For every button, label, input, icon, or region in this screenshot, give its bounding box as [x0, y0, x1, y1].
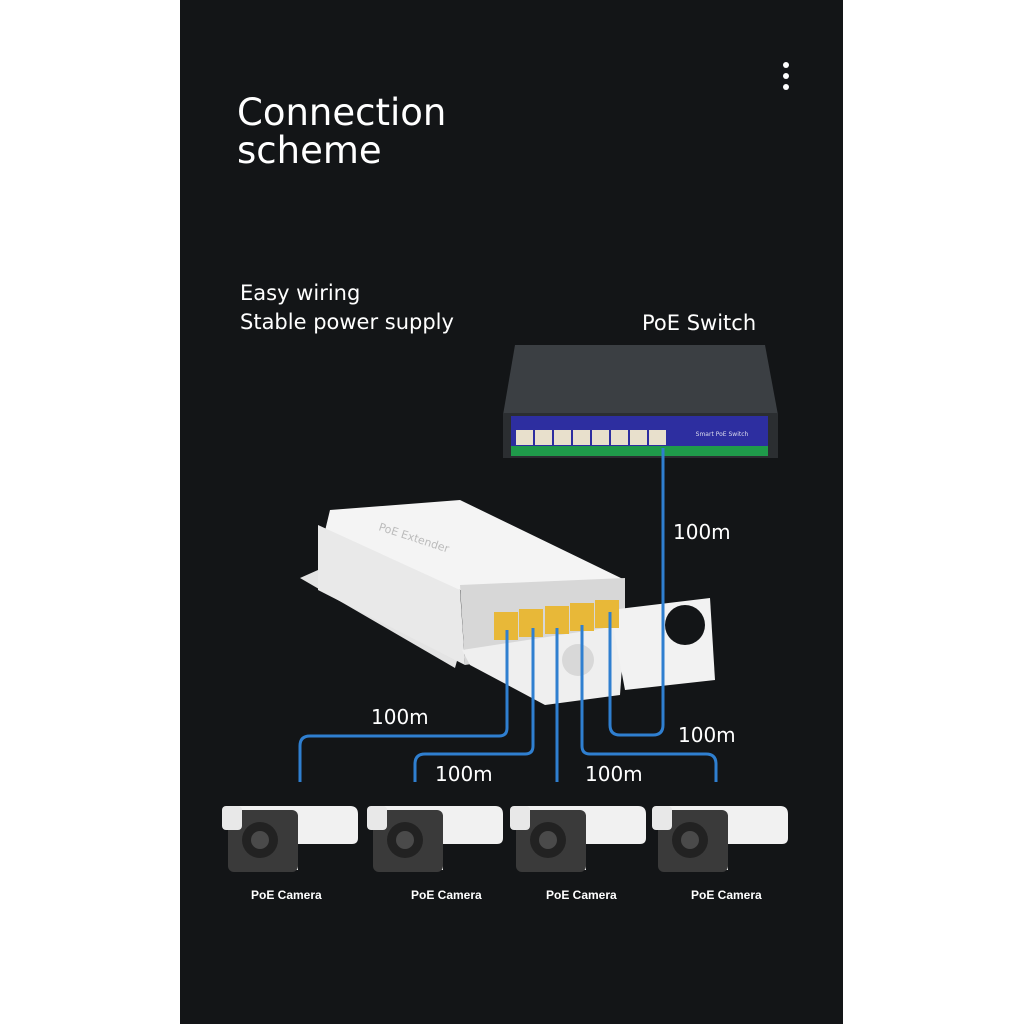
more-options-button[interactable]	[776, 60, 796, 92]
poe-switch: Smart PoE Switch	[503, 345, 778, 458]
dot-icon	[783, 84, 789, 90]
distance-label: 100m	[678, 723, 736, 747]
cable-switch-extender	[608, 448, 665, 737]
camera-icon	[367, 806, 503, 872]
camera-label: PoE Camera	[411, 888, 482, 902]
camera-label: PoE Camera	[546, 888, 617, 902]
title-line: Connection	[237, 91, 447, 134]
dot-icon	[783, 73, 789, 79]
distance-label: 100m	[585, 762, 643, 786]
cable-camera-4	[580, 625, 718, 782]
dot-icon	[783, 62, 789, 68]
tagline-line: Stable power supply	[240, 310, 454, 334]
tagline-line: Easy wiring	[240, 281, 361, 305]
camera-label: PoE Camera	[691, 888, 762, 902]
distance-label: 100m	[673, 520, 731, 544]
page-title: Connection scheme	[237, 94, 446, 170]
camera-icon	[510, 806, 646, 872]
distance-label: 100m	[371, 705, 429, 729]
switch-ports	[516, 430, 666, 445]
tagline: Easy wiring Stable power supply	[240, 279, 454, 337]
camera-icon	[222, 806, 358, 872]
cable-camera-2	[413, 628, 535, 782]
camera-label: PoE Camera	[251, 888, 322, 902]
distance-label: 100m	[435, 762, 493, 786]
camera-icon	[652, 806, 788, 872]
cables	[298, 448, 718, 782]
switch-panel-text: Smart PoE Switch	[696, 431, 749, 438]
switch-label: PoE Switch	[642, 311, 757, 335]
cable-camera-1	[298, 630, 509, 782]
cameras	[222, 806, 788, 872]
title-line: scheme	[237, 129, 382, 172]
